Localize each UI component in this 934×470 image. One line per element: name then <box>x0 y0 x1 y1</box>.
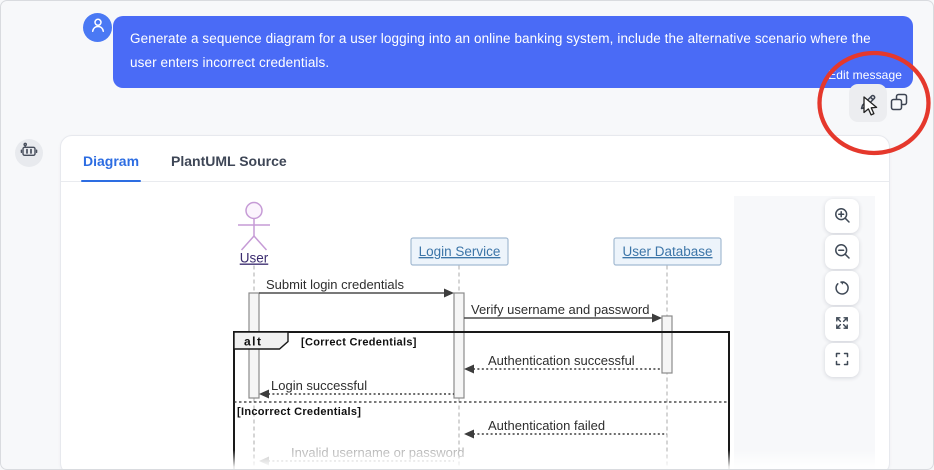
person-icon <box>88 15 108 40</box>
expand-arrows-icon <box>832 313 852 336</box>
alt-guard-1: [Correct Credentials] <box>301 337 417 349</box>
assistant-avatar <box>15 139 43 167</box>
user-message-bubble: Generate a sequence diagram for a user l… <box>113 16 913 88</box>
alt-guard-2: [Incorrect Credentials] <box>237 406 361 418</box>
tab-plantuml-source[interactable]: PlantUML Source <box>171 153 287 169</box>
participant-box-user-database <box>613 237 722 266</box>
zoom-in-icon <box>832 205 852 228</box>
reset-view-button[interactable] <box>825 271 859 305</box>
participant-box-login-service <box>410 237 509 266</box>
diagram-controls <box>825 199 859 377</box>
zoom-out-button[interactable] <box>825 235 859 269</box>
participant-label: Login Service <box>419 244 501 259</box>
pencil-icon <box>857 91 879 116</box>
user-avatar <box>83 13 112 42</box>
response-card: Diagram PlantUML Source U <box>60 135 890 470</box>
zoom-in-button[interactable] <box>825 199 859 233</box>
reset-icon <box>832 277 852 300</box>
diagram-viewport[interactable]: User Login Service User Database alt [Co… <box>76 196 875 470</box>
alt-operator-tab <box>233 331 289 350</box>
svg-text:Verify username and password: Verify username and password <box>471 302 649 317</box>
message-4: Login successful <box>259 378 454 399</box>
sequence-diagram[interactable]: User Login Service User Database alt [Co… <box>76 196 734 470</box>
svg-text:Invalid username or password: Invalid username or password <box>291 445 464 460</box>
tab-diagram[interactable]: Diagram <box>81 153 142 182</box>
copy-message-button[interactable] <box>885 89 913 117</box>
fullscreen-icon <box>832 349 852 372</box>
edit-message-tooltip: Edit message <box>828 68 902 82</box>
tab-bar: Diagram PlantUML Source <box>61 136 889 182</box>
message-2: Verify username and password <box>464 302 662 323</box>
alt-operator: alt <box>244 335 263 349</box>
fullscreen-button[interactable] <box>825 343 859 377</box>
actor-user <box>238 201 270 251</box>
svg-text:Login successful: Login successful <box>271 378 367 393</box>
user-message-text: Generate a sequence diagram for a user l… <box>130 31 871 70</box>
zoom-out-icon <box>832 241 852 264</box>
robot-icon <box>19 141 39 166</box>
svg-text:Authentication successful: Authentication successful <box>488 353 635 368</box>
participant-label: User Database <box>622 244 712 259</box>
message-6: Invalid username or password <box>259 445 464 466</box>
expand-button[interactable] <box>825 307 859 341</box>
edit-message-button[interactable] <box>849 84 887 122</box>
message-1: Submit login credentials <box>259 277 454 298</box>
svg-text:Authentication failed: Authentication failed <box>488 418 605 433</box>
message-5: Authentication failed <box>464 418 667 439</box>
copy-icon <box>888 91 910 116</box>
svg-text:Submit login credentials: Submit login credentials <box>266 277 405 292</box>
alt-frame <box>233 331 730 470</box>
message-3: Authentication successful <box>464 353 662 374</box>
actor-label: User <box>240 251 269 266</box>
